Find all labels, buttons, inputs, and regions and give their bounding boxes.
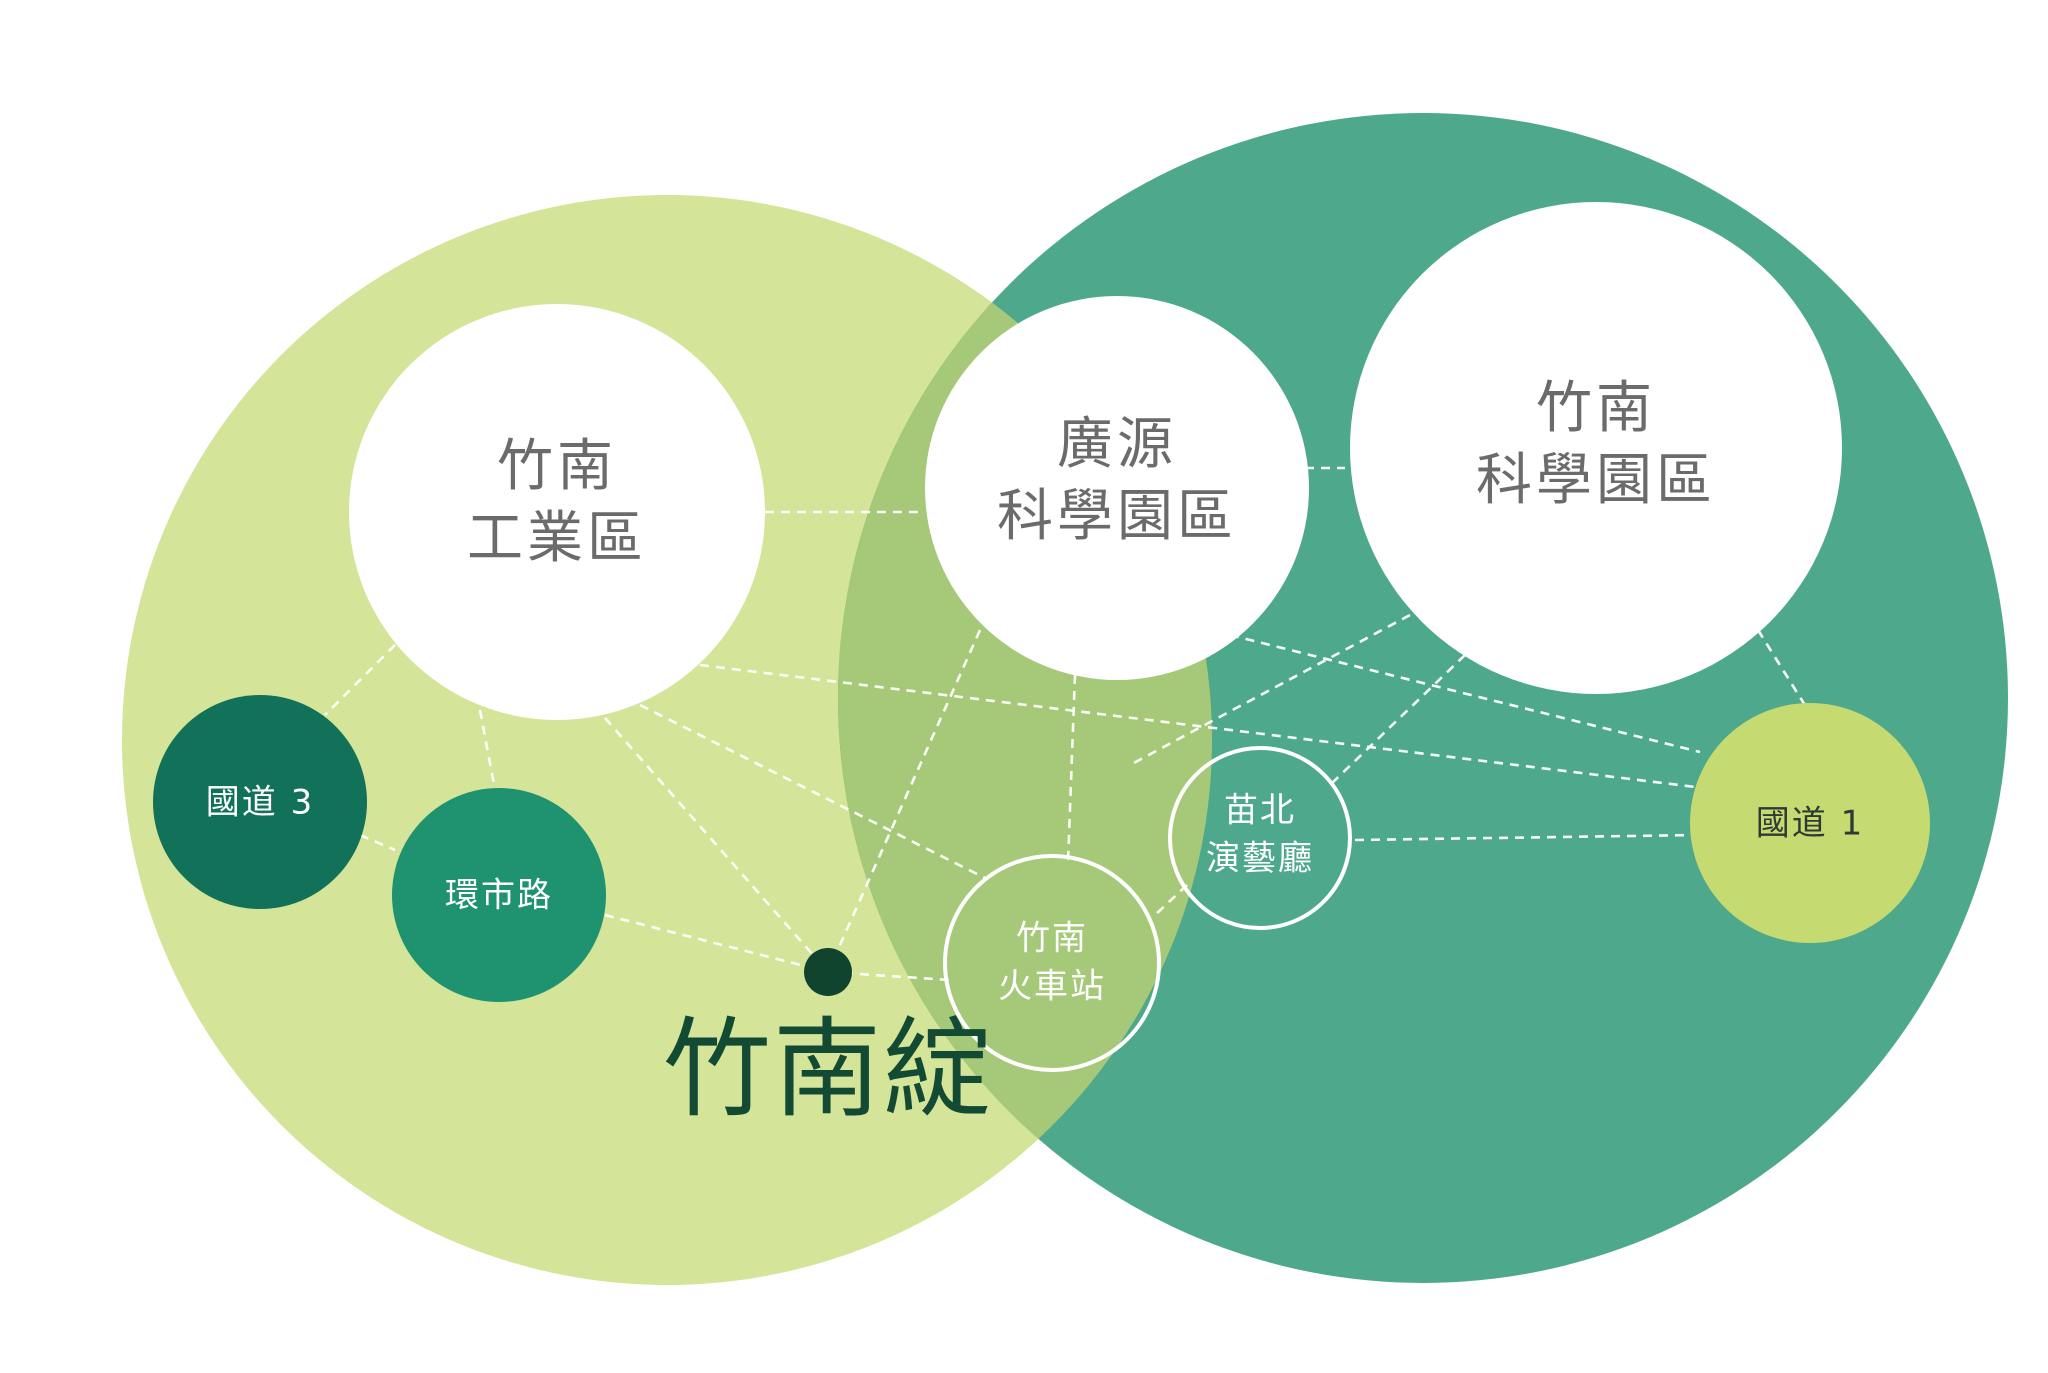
connector-line [826,629,982,973]
zhunan-science-park-line1: 竹南 [1536,376,1656,441]
connector-line [1129,613,1411,767]
zhunan-science-park-node: 竹南 科學園區 [1350,202,1842,694]
connector-line [478,709,497,791]
highway3-label: 國道 3 [206,783,314,823]
connector-line [324,644,396,716]
guangyuan-park-line2: 科學園區 [997,484,1237,549]
project-location-dot [804,948,852,996]
project-name: 竹南綻 [663,1007,993,1132]
connector-line [1229,633,1701,754]
connector-line [604,913,829,974]
industrial-zone-line1: 竹南 [497,434,617,499]
connector-line [639,703,986,880]
ring-road-label: 環市路 [445,876,553,916]
highway1-label: 國道 1 [1756,804,1864,844]
miaobei-hall-line1: 苗北 [1224,791,1296,831]
zhunan-station-line2: 火車站 [998,967,1106,1007]
guangyuan-park-node: 廣源 科學園區 [925,296,1309,680]
connector-line [699,663,1721,792]
ring-road-node: 環市路 [392,788,606,1002]
miaobei-hall-line2: 演藝廳 [1206,839,1314,879]
highway1-node: 國道 1 [1690,703,1930,943]
industrial-zone-node: 竹南 工業區 [349,304,765,720]
guangyuan-park-line1: 廣源 [1057,412,1177,477]
zhunan-science-park-line2: 科學園區 [1476,448,1716,513]
miaobei-hall-node: 苗北 演藝廳 [1168,746,1352,930]
connector-line [359,833,396,852]
connector-line [1154,884,1188,916]
highway3-node: 國道 3 [153,695,367,909]
zhunan-station-line1: 竹南 [1016,919,1088,959]
zhunan-station-node: 竹南 火車站 [943,854,1161,1072]
connector-line [604,717,829,973]
industrial-zone-line2: 工業區 [467,506,647,571]
